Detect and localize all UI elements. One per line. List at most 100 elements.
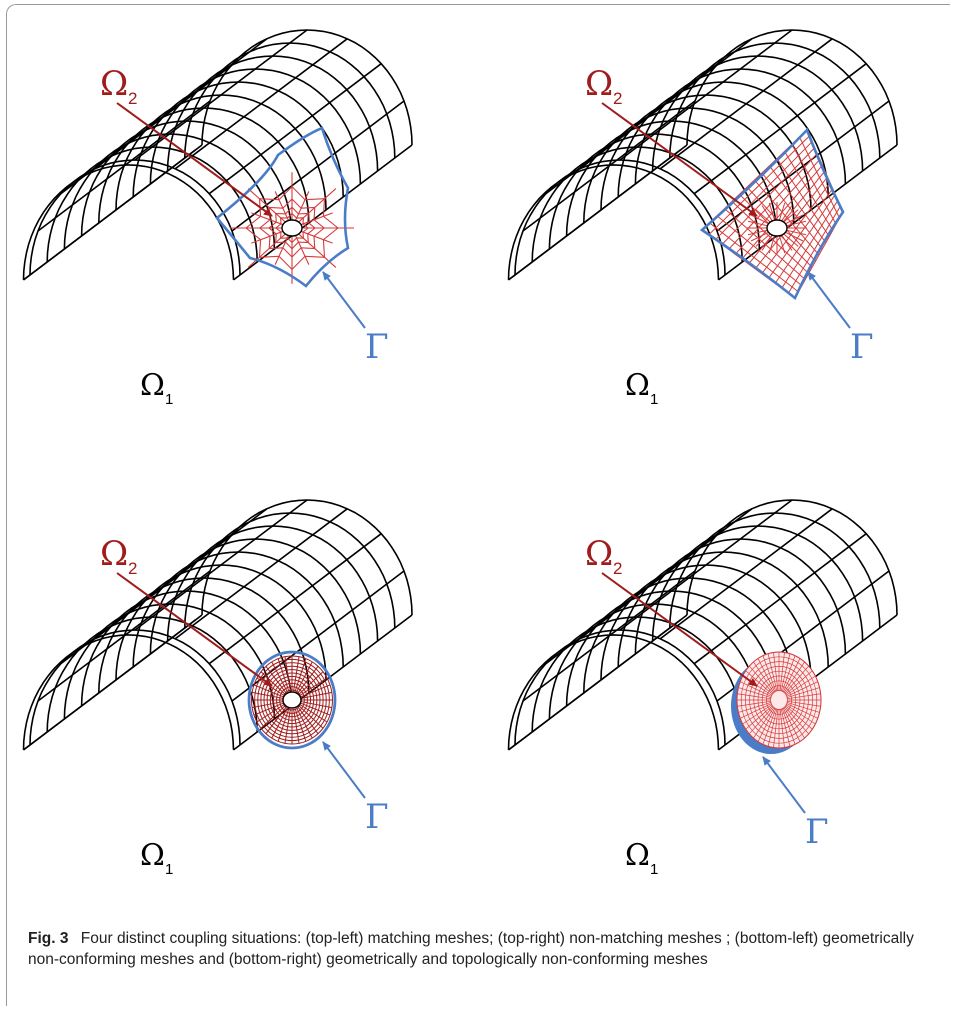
mesh-arch-line	[686, 29, 898, 146]
mesh-arch-line	[22, 634, 235, 750]
omega1-subscript: 1	[165, 391, 173, 408]
mesh-arch-line	[132, 81, 344, 198]
mesh-arch-line	[507, 634, 720, 750]
mesh-arch-line	[22, 164, 235, 280]
omega1-label: Ω	[625, 368, 650, 403]
mesh-arch-line	[686, 499, 898, 616]
mesh-axial-line	[239, 144, 413, 276]
mesh-axial-line	[94, 508, 268, 640]
mesh-axial-line	[208, 63, 382, 195]
interface-boundary	[215, 126, 350, 288]
mesh-arch-line	[166, 55, 379, 172]
mesh-edge	[718, 274, 726, 281]
shell-mesh	[22, 29, 413, 281]
hole	[281, 219, 303, 237]
omega2-arrow	[601, 102, 758, 217]
omega2-subscript: 2	[613, 559, 622, 578]
interface-boundary	[699, 127, 845, 301]
omega1-subscript: 1	[650, 861, 658, 878]
mesh-edge	[508, 619, 681, 751]
gamma-arrow	[322, 741, 366, 799]
mesh-arch-line	[201, 499, 413, 616]
mesh-axial-line	[37, 100, 211, 232]
mesh-arch-line	[201, 29, 413, 146]
shell-mesh	[507, 29, 898, 281]
mesh-arch-line	[166, 525, 379, 642]
figure-caption: Fig. 3 Four distinct coupling situations…	[28, 928, 933, 971]
mesh-axial-line	[174, 508, 348, 640]
gamma-arrow	[322, 271, 366, 329]
mesh-axial-line	[579, 508, 753, 640]
omega1-label: Ω	[140, 368, 165, 403]
gamma-label: Γ	[805, 812, 829, 852]
mesh-edge	[233, 274, 241, 281]
mesh-edge	[508, 149, 681, 281]
mesh-arch-line	[651, 55, 864, 172]
omega2-subscript: 2	[128, 89, 137, 108]
omega2-label: Ω	[585, 534, 613, 574]
gamma-label: Γ	[850, 327, 874, 367]
coupling-disc-mesh	[251, 655, 333, 745]
mesh-axial-line	[134, 29, 308, 161]
omega2-subscript: 2	[613, 89, 622, 108]
mesh-arch-line	[149, 538, 362, 655]
omega1-label: Ω	[140, 838, 165, 873]
coupling-cylinder-mesh	[736, 651, 822, 749]
mesh-axial-line	[231, 570, 405, 702]
shell-mesh	[22, 499, 413, 751]
mesh-arch-line	[507, 164, 720, 280]
omega1-subscript: 1	[165, 861, 173, 878]
omega2-label: Ω	[100, 534, 128, 574]
mesh-edge	[23, 619, 196, 751]
omega2-arrow	[601, 572, 758, 687]
hole	[766, 219, 788, 237]
mesh-axial-line	[239, 614, 413, 746]
omega2-subscript: 2	[128, 559, 137, 578]
omega2-label: Ω	[100, 64, 128, 104]
omega2-arrow	[116, 102, 273, 217]
gamma-arrow	[762, 756, 806, 814]
coupling-star-mesh	[230, 172, 354, 284]
gamma-arrow	[807, 271, 851, 329]
mesh-arch-line	[132, 551, 344, 668]
coupling-grid-mesh	[701, 129, 844, 299]
mesh-axial-line	[94, 38, 268, 170]
mesh-axial-line	[693, 63, 867, 195]
interface-boundary	[247, 650, 337, 750]
omega1-label: Ω	[625, 838, 650, 873]
mesh-axial-line	[659, 508, 833, 640]
mesh-axial-line	[693, 533, 867, 665]
mesh-edge	[718, 744, 726, 751]
mesh-axial-line	[522, 100, 696, 232]
mesh-axial-line	[174, 38, 348, 170]
mesh-axial-line	[659, 38, 833, 170]
mesh-edge	[23, 149, 196, 281]
mesh-arch-line	[669, 512, 881, 629]
mesh-axial-line	[522, 570, 696, 702]
mesh-arch-line	[184, 512, 396, 629]
mesh-arch-line	[115, 94, 327, 211]
mesh-axial-line	[619, 29, 793, 161]
mesh-arch-line	[634, 538, 847, 655]
mesh-axial-line	[579, 38, 753, 170]
mesh-arch-line	[669, 42, 881, 159]
gamma-label: Γ	[365, 327, 389, 367]
mesh-arch-line	[184, 42, 396, 159]
mesh-arch-line	[651, 525, 864, 642]
mesh-axial-line	[208, 533, 382, 665]
figure-frame	[6, 4, 950, 1006]
mesh-arch-line	[600, 94, 812, 211]
mesh-arch-line	[617, 551, 829, 668]
mesh-axial-line	[37, 570, 211, 702]
gamma-label: Γ	[365, 797, 389, 837]
omega1-subscript: 1	[650, 391, 658, 408]
mesh-axial-line	[134, 499, 308, 631]
hole	[282, 691, 302, 709]
mesh-axial-line	[619, 499, 793, 631]
omega2-arrow	[116, 572, 273, 687]
omega2-label: Ω	[585, 64, 613, 104]
